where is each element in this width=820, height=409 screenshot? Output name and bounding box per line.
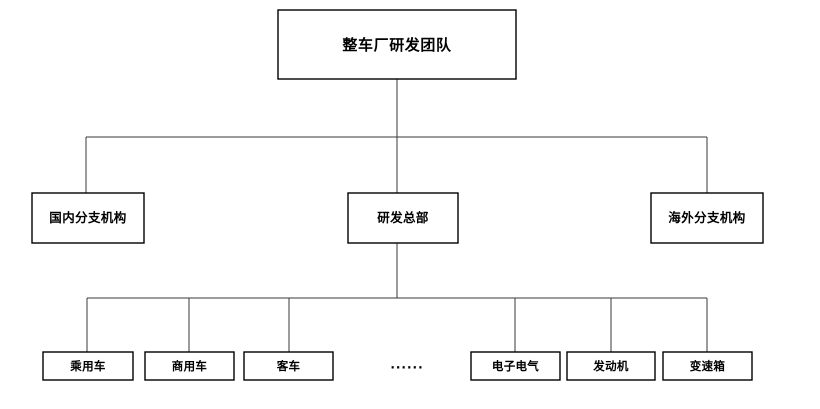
node-transmission-box[interactable] [662,351,753,381]
node-engine-box[interactable] [566,351,656,381]
node-electronics-electrical[interactable]: 电子电气 [470,351,561,381]
node-transmission[interactable]: 变速箱 [662,351,753,381]
node-rnd-hq[interactable]: 研发总部 [347,192,459,244]
node-overseas[interactable]: 海外分支机构 [650,192,764,244]
node-commercial-vehicle-box[interactable] [144,351,235,381]
node-engine-label: 发动机 [592,359,629,373]
node-root-box[interactable] [277,9,517,80]
node-rnd-hq-box[interactable] [347,192,459,244]
node-passenger-vehicle-box[interactable] [42,351,134,381]
node-electronics-electrical-label: 电子电气 [492,359,539,373]
node-overseas-label: 海外分支机构 [668,210,745,225]
node-root-label: 整车厂研发团队 [342,36,452,54]
node-ellipsis: ······ [390,361,423,375]
node-rnd-hq-label: 研发总部 [377,210,429,225]
ellipsis-label: ······ [390,361,423,375]
node-electronics-electrical-box[interactable] [470,351,561,381]
node-root[interactable]: 整车厂研发团队 [277,9,517,80]
node-bus-box[interactable] [243,351,334,381]
node-domestic[interactable]: 国内分支机构 [31,192,145,244]
connector-group-root-to-level1 [85,79,708,193]
node-engine[interactable]: 发动机 [566,351,656,381]
node-commercial-vehicle[interactable]: 商用车 [144,351,235,381]
connector-group-level1-to-level2 [86,243,708,352]
node-overseas-box[interactable] [650,192,764,244]
node-bus-label: 客车 [276,359,301,373]
node-domestic-box[interactable] [31,192,145,244]
node-bus[interactable]: 客车 [243,351,334,381]
node-commercial-vehicle-label: 商用车 [172,359,208,373]
node-passenger-vehicle-label: 乘用车 [69,359,106,373]
node-passenger-vehicle[interactable]: 乘用车 [42,351,134,381]
node-transmission-label: 变速箱 [690,359,726,373]
node-domestic-label: 国内分支机构 [49,210,126,225]
